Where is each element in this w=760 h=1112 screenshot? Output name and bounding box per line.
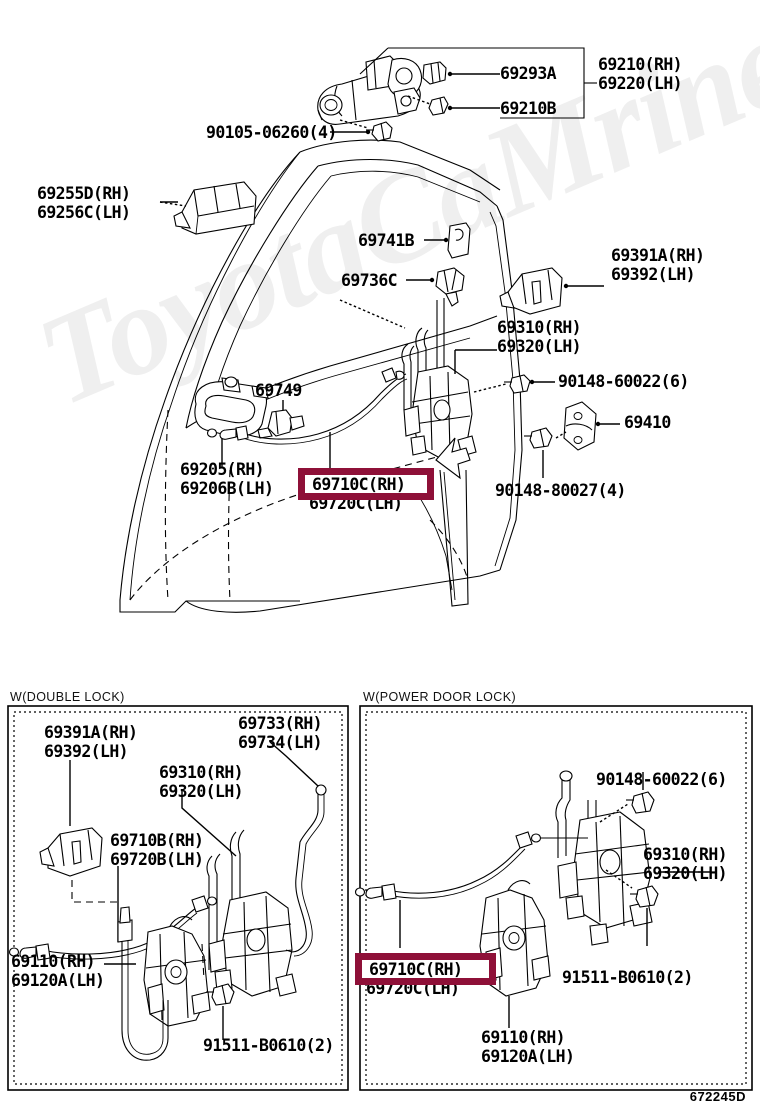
label-line: 69736C xyxy=(341,271,398,290)
label-90148-80027: 90148-80027(4) xyxy=(495,481,626,500)
label-line: 69310(RH) xyxy=(643,845,728,864)
label-line: 69293A xyxy=(500,64,557,83)
panel-left-label-69310-69320: 69310(RH) 69320(LH) xyxy=(159,763,244,801)
label-69293A: 69293A xyxy=(500,64,557,83)
label-90148-60022: 90148-60022(6) xyxy=(558,372,689,391)
panel-right-label-90148-60022: 90148-60022(6) xyxy=(596,770,727,789)
label-line: 69205(RH) xyxy=(180,460,265,479)
panel-right-highlight-code: 69710C(RH) xyxy=(369,959,463,979)
panel-left-label-69391A-69392: 69391A(RH) 69392(LH) xyxy=(44,723,138,761)
label-69741B: 69741B xyxy=(358,231,415,250)
label-line: 69392(LH) xyxy=(611,265,696,284)
panel-right-label-91511-B0610: 91511-B0610(2) xyxy=(562,968,693,987)
label-69736C: 69736C xyxy=(341,271,398,290)
panel-left-label-91511-B0610: 91511-B0610(2) xyxy=(203,1036,334,1055)
panel-right-label-69310-69320: 69310(RH) 69320(LH) xyxy=(643,845,728,883)
label-line: 69733(RH) xyxy=(238,714,323,733)
label-line: 69710B(RH) xyxy=(110,831,204,850)
label-line: 69320(LH) xyxy=(643,864,728,883)
label-line: 69110(RH) xyxy=(481,1028,566,1047)
label-line: 69734(LH) xyxy=(238,733,323,752)
label-line: 69391A(RH) xyxy=(611,246,705,265)
panel-right-label-69110-69120A: 69110(RH) 69120A(LH) xyxy=(481,1028,575,1066)
label-line: 69310(RH) xyxy=(497,318,582,337)
label-line: 69220(LH) xyxy=(598,74,683,93)
label-line: 90148-60022(6) xyxy=(596,770,727,789)
panel-left-label-69733-69734: 69733(RH) 69734(LH) xyxy=(238,714,323,752)
label-line: 69410 xyxy=(624,413,671,432)
label-69410: 69410 xyxy=(624,413,671,432)
label-69255D-69256C: 69255D(RH) 69256C(LH) xyxy=(37,184,131,222)
label-69210B: 69210B xyxy=(500,99,557,118)
panel-right-highlighted-part-69710C[interactable]: 69710C(RH) xyxy=(355,953,496,985)
label-line: 69255D(RH) xyxy=(37,184,131,203)
panel-left-label-69710B-69720B: 69710B(RH) 69720B(LH) xyxy=(110,831,204,869)
label-line: 69210(RH) xyxy=(598,55,683,74)
label-line: 90148-80027(4) xyxy=(495,481,626,500)
label-90105-06260: 90105-06260(4) xyxy=(206,123,337,142)
label-line: 69120A(LH) xyxy=(481,1047,575,1066)
label-line: 69206B(LH) xyxy=(180,479,274,498)
label-line: 69392(LH) xyxy=(44,742,129,761)
label-line: 69110(RH) xyxy=(11,952,96,971)
label-69205-69206B: 69205(RH) 69206B(LH) xyxy=(180,460,274,498)
main-highlighted-part-69710C[interactable]: 69710C(RH) xyxy=(298,468,434,500)
main-highlight-code: 69710C(RH) xyxy=(312,474,406,494)
label-line: 69256C(LH) xyxy=(37,203,131,222)
label-line: 69210B xyxy=(500,99,557,118)
diagram-footer-code: 672245D xyxy=(689,1089,746,1104)
panel-right-caption: W(POWER DOOR LOCK) xyxy=(363,690,517,704)
label-line: 69120A(LH) xyxy=(11,971,105,990)
label-line: 69741B xyxy=(358,231,415,250)
panel-left-label-69110-69120A: 69110(RH) 69120A(LH) xyxy=(11,952,105,990)
label-69310-69320: 69310(RH) 69320(LH) xyxy=(497,318,582,356)
label-line: 69310(RH) xyxy=(159,763,244,782)
label-line: 69720B(LH) xyxy=(110,850,204,869)
label-69391A-69392: 69391A(RH) 69392(LH) xyxy=(611,246,705,284)
label-line: 69391A(RH) xyxy=(44,723,138,742)
label-line: 69320(LH) xyxy=(159,782,244,801)
label-69749: 69749 xyxy=(255,381,302,400)
label-line: 69320(LH) xyxy=(497,337,582,356)
panel-left-caption: W(DOUBLE LOCK) xyxy=(10,690,125,704)
label-line: 69749 xyxy=(255,381,302,400)
label-line: 91511-B0610(2) xyxy=(203,1036,334,1055)
label-69210-69220: 69210(RH) 69220(LH) xyxy=(598,55,683,93)
label-line: 90105-06260(4) xyxy=(206,123,337,142)
label-line: 91511-B0610(2) xyxy=(562,968,693,987)
label-line: 90148-60022(6) xyxy=(558,372,689,391)
